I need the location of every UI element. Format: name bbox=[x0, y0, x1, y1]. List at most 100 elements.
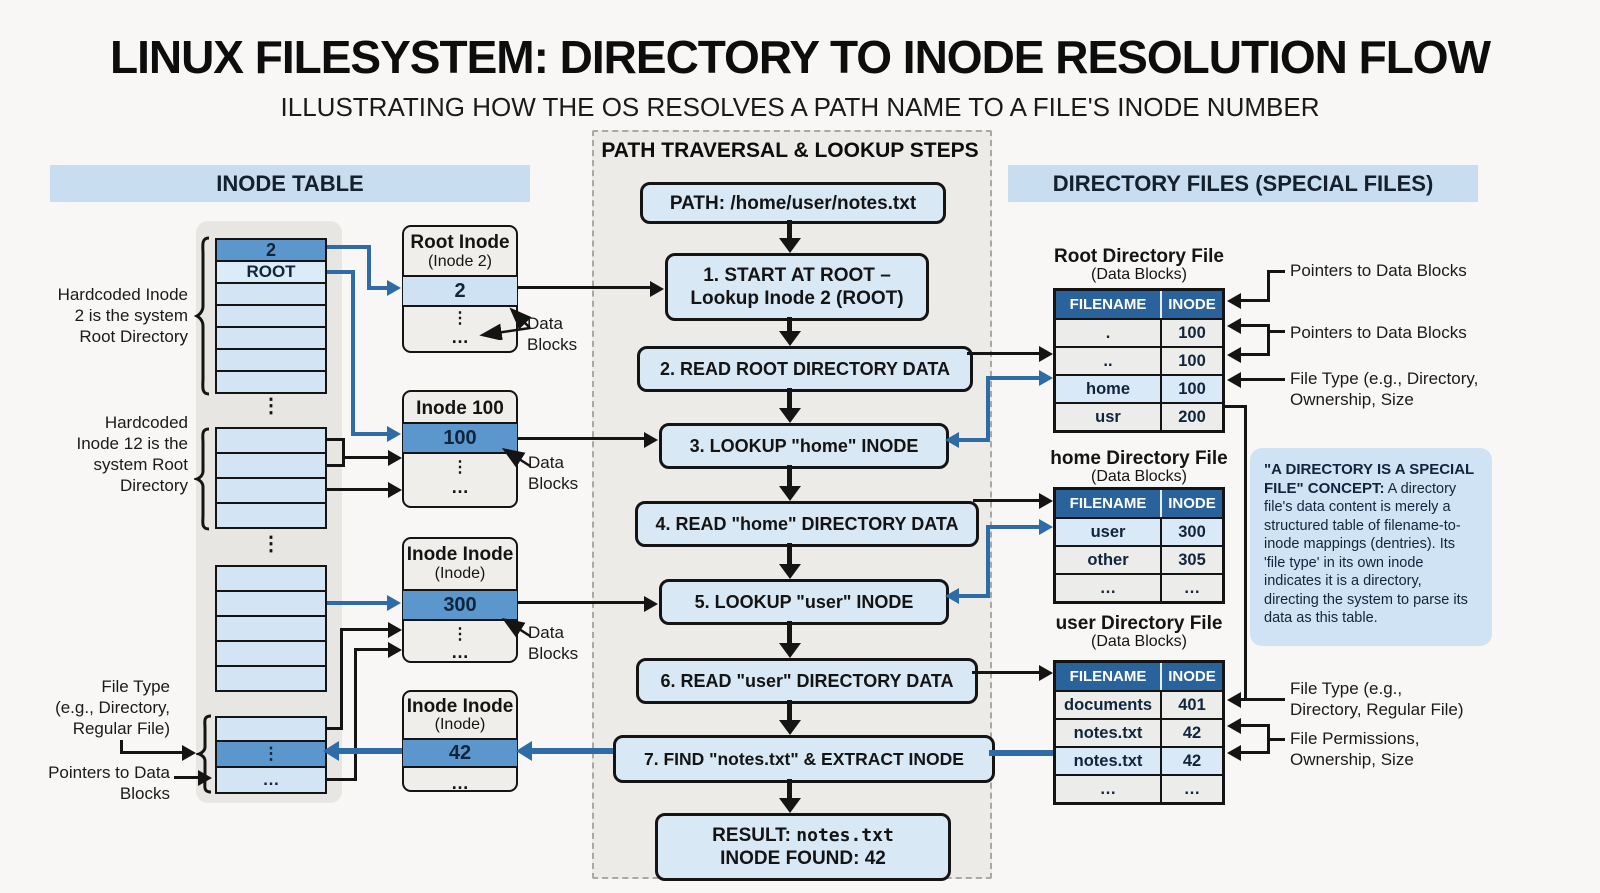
step-1-box: 1. START AT ROOT – Lookup Inode 2 (ROOT) bbox=[665, 253, 929, 321]
inode-row bbox=[215, 590, 327, 617]
label-hardcoded-inode-2: Hardcoded Inode 2 is the system Root Dir… bbox=[57, 285, 188, 346]
step-2-box: 2. READ ROOT DIRECTORY DATA bbox=[637, 346, 973, 392]
inode-row-root: ROOT bbox=[215, 260, 327, 284]
inode-row bbox=[215, 502, 327, 529]
connector-line bbox=[1235, 724, 1267, 727]
table-row: …… bbox=[1056, 573, 1222, 601]
flow-arrow-stem bbox=[787, 779, 792, 798]
inode-row bbox=[215, 477, 327, 504]
directory-files-header: DIRECTORY FILES (SPECIAL FILES) bbox=[1008, 165, 1478, 202]
annotation-pointers-2: Pointers to Data Blocks bbox=[1290, 323, 1467, 342]
user-dir-title: user Directory File bbox=[1055, 613, 1223, 634]
arrowhead-icon bbox=[1039, 665, 1053, 681]
label-data-blocks: Data Blocks bbox=[528, 453, 579, 493]
arrowhead-icon bbox=[644, 596, 658, 612]
data-blocks-arrows-icon bbox=[501, 617, 531, 638]
annotation-permissions: File Permissions, Ownership, Size bbox=[1290, 729, 1420, 769]
connector-line-thick bbox=[989, 750, 1053, 756]
brace-icon bbox=[194, 427, 210, 531]
flow-arrow-stem bbox=[787, 465, 792, 486]
inode-number-cell: 2 bbox=[403, 275, 517, 307]
connector-line bbox=[340, 630, 343, 730]
inode-number-cell: 300 bbox=[403, 589, 517, 621]
connector-line bbox=[340, 628, 388, 631]
connector-line bbox=[354, 650, 357, 781]
data-blocks-arrows-icon bbox=[479, 307, 532, 340]
connector-line bbox=[342, 456, 388, 459]
inode-row bbox=[215, 326, 327, 350]
connector-line-thick bbox=[337, 748, 402, 754]
label-data-blocks: Data Blocks bbox=[528, 623, 579, 663]
arrowhead-icon bbox=[1227, 745, 1241, 761]
connector-line bbox=[354, 648, 388, 651]
inode-row-pointers: … bbox=[215, 766, 327, 794]
arrowhead-icon bbox=[1039, 370, 1053, 386]
arrowhead-icon bbox=[1039, 493, 1053, 509]
inode-42-box: Inode Inode (Inode) 42 … bbox=[402, 690, 518, 792]
label-data-blocks: Data Blocks bbox=[527, 314, 578, 354]
inode-row-filetype: ⋮ bbox=[215, 740, 327, 768]
connector-line bbox=[972, 671, 1041, 674]
arrowhead-icon bbox=[1039, 519, 1053, 535]
connector-line bbox=[327, 727, 343, 730]
connector-line bbox=[959, 438, 990, 442]
arrowhead-icon bbox=[1227, 718, 1241, 734]
arrow-down-icon bbox=[779, 720, 801, 735]
connector-line bbox=[518, 437, 646, 440]
flow-arrow-stem bbox=[787, 543, 792, 564]
connector-line bbox=[967, 352, 1041, 355]
inode-row bbox=[215, 615, 327, 642]
connector-line bbox=[327, 245, 371, 249]
inode-table-header: INODE TABLE bbox=[50, 165, 530, 202]
arrowhead-icon bbox=[945, 588, 959, 604]
annotation-filetype-user: File Type (e.g., Directory, Regular File… bbox=[1290, 679, 1464, 719]
inode-row bbox=[215, 348, 327, 372]
connector-line bbox=[1235, 378, 1285, 381]
arrowhead-icon bbox=[1227, 293, 1241, 309]
connector-line bbox=[1267, 330, 1285, 333]
annotation-filetype-root: File Type (e.g., Directory, Ownership, S… bbox=[1290, 369, 1479, 409]
inode-row bbox=[215, 640, 327, 667]
connector-line bbox=[351, 270, 355, 436]
flow-arrow-stem bbox=[787, 317, 792, 331]
arrowhead-icon bbox=[387, 595, 401, 611]
connector-line bbox=[986, 525, 990, 596]
connector-line bbox=[1235, 324, 1267, 327]
label-hardcoded-inode-12: Hardcoded Inode 12 is the system Root Di… bbox=[76, 413, 188, 495]
connector-line bbox=[959, 594, 990, 598]
connector-line bbox=[327, 488, 388, 491]
connector-line bbox=[986, 376, 1041, 380]
arrowhead-icon bbox=[1227, 318, 1241, 334]
connector-line bbox=[327, 438, 345, 441]
connector-line bbox=[518, 286, 652, 289]
connector-line bbox=[986, 525, 1041, 529]
home-dir-subtitle: (Data Blocks) bbox=[1090, 468, 1188, 485]
connector-line bbox=[351, 432, 387, 436]
arrow-down-icon bbox=[779, 331, 801, 346]
connector-line bbox=[1267, 738, 1285, 741]
arrowhead-icon bbox=[644, 432, 658, 448]
arrowhead-icon bbox=[388, 642, 402, 658]
arrowhead-icon bbox=[1227, 372, 1241, 388]
inode-row bbox=[215, 304, 327, 328]
path-box: PATH: /home/user/notes.txt bbox=[640, 182, 946, 224]
arrowhead-icon bbox=[198, 770, 212, 786]
connector-line bbox=[327, 270, 355, 274]
inode-number-cell: 42 bbox=[403, 738, 517, 768]
inode-row bbox=[215, 370, 327, 394]
arrowhead-icon bbox=[182, 745, 196, 761]
connector-line bbox=[1235, 751, 1267, 754]
arrowhead-icon bbox=[387, 280, 401, 296]
table-row: …… bbox=[1056, 774, 1222, 802]
connector-line bbox=[1267, 270, 1270, 302]
user-dir-subtitle: (Data Blocks) bbox=[1090, 633, 1188, 650]
table-gap-dots: ⋮ bbox=[261, 533, 281, 555]
annotation-pointers-1: Pointers to Data Blocks bbox=[1290, 261, 1467, 280]
